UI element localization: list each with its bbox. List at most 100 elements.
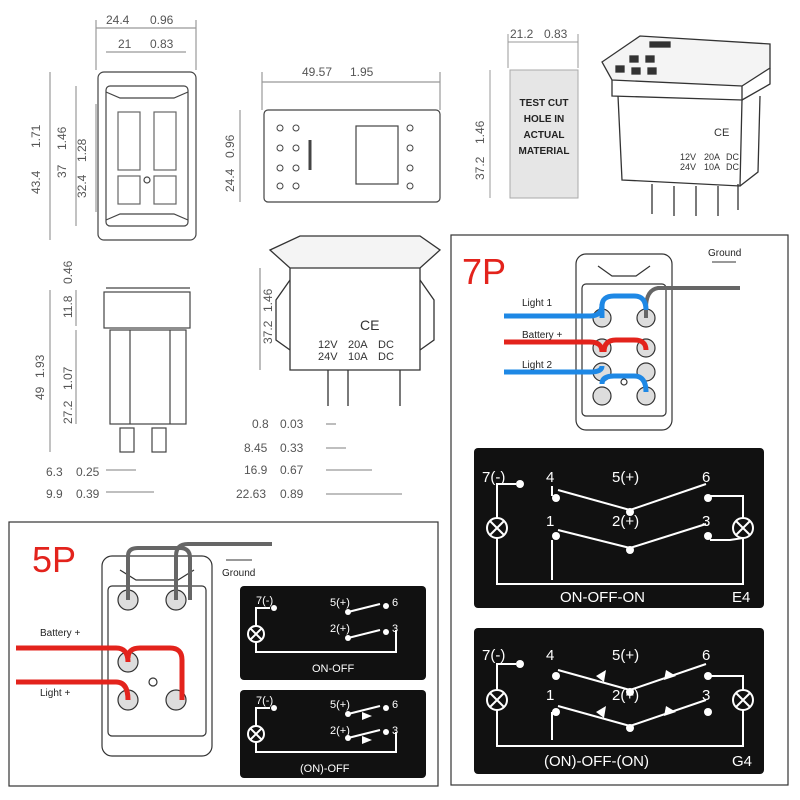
mom-off-pin2: 2(+) — [330, 725, 350, 737]
rating-3d-v1: 12V — [680, 152, 696, 162]
rating-side-a1: 20A — [348, 339, 368, 351]
mom-off-pin7: 7(-) — [256, 695, 273, 707]
seven-pin-light1-label: Light 1 — [522, 298, 552, 309]
g4-schematic: 7(-) 4 5(+) 6 1 2(+) 3 (ON)-OFF-(ON) G4 — [474, 628, 764, 774]
dim-pin-d: 22.63 — [236, 487, 266, 501]
side-view-dots — [276, 124, 414, 190]
dim-height-mid: 37 — [55, 164, 69, 178]
test-cut-line1: TEST CUT — [520, 98, 569, 109]
ce-mark-3d: CE — [714, 127, 729, 139]
rating-side-a2: 10A — [348, 351, 368, 363]
rating-3d-v2: 24V — [680, 162, 696, 172]
front-view-body — [49, 287, 191, 493]
dim-front-body-in: 1.07 — [61, 366, 75, 390]
dim-front-total-in: 1.93 — [33, 354, 47, 378]
dim-side-height-in: 0.96 — [223, 134, 237, 158]
rating-side-dc2: DC — [378, 351, 394, 363]
e4-code: E4 — [732, 589, 750, 606]
five-pin-light-label: Light + — [40, 688, 70, 699]
dim-side-height: 24.4 — [223, 168, 237, 192]
dim-front-body: 27.2 — [61, 400, 75, 424]
seven-pin-wires — [504, 286, 740, 393]
five-pin-switch — [101, 555, 213, 757]
dim-pin-c: 16.9 — [244, 463, 268, 477]
on-off-pin5: 5(+) — [330, 597, 350, 609]
dim-top-outer: 24.4 — [106, 13, 130, 27]
mom-off-pin3: 3 — [392, 725, 398, 737]
dim-pin-c-in: 0.67 — [280, 463, 304, 477]
five-pin-wires — [16, 542, 272, 701]
dim-pin-b: 8.45 — [244, 441, 268, 455]
ce-mark-side: CE — [360, 317, 379, 333]
rating-3d-dc2: DC — [726, 162, 739, 172]
front-view-top — [49, 20, 197, 241]
dim-pin2: 9.9 — [46, 487, 63, 501]
dim-height-mid-in: 1.46 — [55, 126, 69, 150]
test-cut-line4: MATERIAL — [519, 146, 570, 157]
dim-top-inner-in: 0.83 — [150, 37, 174, 51]
momentary-off-schematic: 7(-) 5(+) 6 2(+) 3 (ON)-OFF — [240, 690, 426, 778]
test-cut-line3: ACTUAL — [523, 130, 564, 141]
dim-side2-height: 37.2 — [261, 320, 275, 344]
dim-pin2-in: 0.39 — [76, 487, 100, 501]
g4-pin6: 6 — [702, 647, 710, 664]
dim-front-top: 0.46 — [61, 260, 75, 284]
dim-height-outer-in: 1.71 — [29, 124, 43, 148]
mom-off-pin6: 6 — [392, 699, 398, 711]
e4-pin1: 1 — [546, 513, 554, 530]
on-off-pin3: 3 — [392, 623, 398, 635]
g4-pin5: 5(+) — [612, 647, 639, 664]
e4-pin2: 2(+) — [612, 513, 639, 530]
side-view-top — [239, 72, 441, 203]
test-cut-line2: HOLE IN — [524, 114, 565, 125]
e4-schematic: 7(-) 4 5(+) 6 1 2(+) 3 ON-OFF-ON E4 — [474, 448, 764, 608]
dim-pin-b-in: 0.33 — [280, 441, 304, 455]
rating-side-v2: 24V — [318, 351, 338, 363]
five-pin-battery-label: Battery + — [40, 628, 80, 639]
rating-3d-a1: 20A — [704, 152, 720, 162]
rating-3d-a2: 10A — [704, 162, 720, 172]
on-off-pin6: 6 — [392, 597, 398, 609]
g4-pin7: 7(-) — [482, 647, 505, 664]
e4-mode: ON-OFF-ON — [560, 589, 645, 606]
dim-side-length: 49.57 — [302, 65, 332, 79]
dim-cut-width: 21.2 — [510, 27, 534, 41]
seven-pin-ground-label: Ground — [708, 248, 741, 259]
mom-off-pin5: 5(+) — [330, 699, 350, 711]
dim-height-outer: 43.4 — [29, 170, 43, 194]
e4-pin4: 4 — [546, 469, 554, 486]
dim-cut-height: 37.2 — [473, 156, 487, 180]
dim-front-top-mm: 11.8 — [61, 295, 75, 318]
g4-code: G4 — [732, 753, 752, 770]
dim-pin1: 6.3 — [46, 465, 63, 479]
dim-cut-width-in: 0.83 — [544, 27, 568, 41]
switch-3d-view — [601, 35, 771, 216]
dim-front-total: 49 — [33, 386, 47, 400]
dim-top-outer-in: 0.96 — [150, 13, 174, 27]
g4-pin4: 4 — [546, 647, 554, 664]
on-off-mode: ON-OFF — [312, 663, 354, 675]
rating-side-v1: 12V — [318, 339, 338, 351]
rating-3d-dc1: DC — [726, 152, 739, 162]
g4-mode: (ON)-OFF-(ON) — [544, 753, 649, 770]
five-pin-title: 5P — [32, 539, 76, 580]
e4-pin6: 6 — [702, 469, 710, 486]
rating-side-dc1: DC — [378, 339, 394, 351]
side-view-body — [259, 235, 442, 495]
g4-pin2: 2(+) — [612, 687, 639, 704]
dim-pin-a: 0.8 — [252, 417, 269, 431]
on-off-pin2: 2(+) — [330, 623, 350, 635]
on-off-schematic: 7(-) 5(+) 6 2(+) 3 ON-OFF — [240, 586, 426, 680]
mom-off-mode: (ON)-OFF — [300, 763, 350, 775]
e4-pin7: 7(-) — [482, 469, 505, 486]
dim-pin1-in: 0.25 — [76, 465, 100, 479]
g4-pin3: 3 — [702, 687, 710, 704]
seven-pin-light2-label: Light 2 — [522, 360, 552, 371]
dim-height-inner: 32.4 — [75, 174, 89, 198]
dim-pin-a-in: 0.03 — [280, 417, 304, 431]
dim-side2-height-in: 1.46 — [261, 288, 275, 312]
dim-pin-d-in: 0.89 — [280, 487, 304, 501]
five-pin-ground-label: Ground — [222, 568, 255, 579]
